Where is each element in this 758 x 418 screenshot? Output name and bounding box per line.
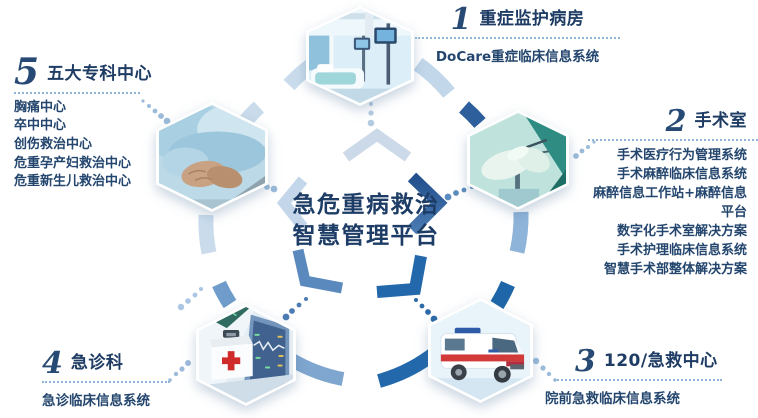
section-item: 手术麻醉临床信息系统 bbox=[616, 167, 747, 182]
section-title: 五大专科中心 bbox=[47, 63, 153, 84]
patient-hands-photo bbox=[159, 105, 265, 209]
section-item: 智慧手术部整体解决方案 bbox=[603, 262, 747, 277]
section-item: 手术护理临床信息系统 bbox=[616, 243, 747, 258]
hexagon-ambulance bbox=[428, 298, 533, 403]
hexagon-emergency-dept bbox=[196, 304, 296, 406]
dashed-divider bbox=[554, 379, 722, 381]
section-number: 3 bbox=[575, 344, 596, 379]
section-title: 急诊科 bbox=[70, 353, 124, 373]
hexagon-icu bbox=[306, 6, 414, 106]
section-item: 危重孕产妇救治中心 bbox=[14, 155, 132, 171]
section-item: 卒中中心 bbox=[14, 118, 67, 134]
section-emergency-dept: 4 急诊科 急诊临床信息系统 bbox=[42, 348, 177, 409]
dashed-divider bbox=[588, 139, 758, 141]
platform-title-line1: 急危重病救治 bbox=[292, 192, 440, 218]
section-item: 危重新生儿救治中心 bbox=[14, 174, 132, 190]
section-item: DoCare重症临床信息系统 bbox=[435, 49, 600, 65]
section-item: 创伤救治中心 bbox=[14, 136, 93, 152]
platform-title: 急危重病救治 智慧管理平台 bbox=[256, 190, 476, 252]
section-icu: 1 重症监护病房 DoCare重症临床信息系统 bbox=[415, 4, 620, 65]
dashed-divider bbox=[14, 91, 140, 94]
dashed-divider bbox=[42, 381, 170, 383]
dashed-divider bbox=[415, 37, 620, 39]
hexagon-specialty-centers bbox=[156, 102, 268, 212]
section-ems: 3 120/急救中心 院前急救临床信息系统 bbox=[545, 346, 735, 407]
section-item: 手术医疗行为管理系统 bbox=[616, 148, 747, 163]
section-number: 4 bbox=[42, 346, 63, 381]
platform-title-line2: 智慧管理平台 bbox=[292, 223, 440, 249]
section-title: 手术室 bbox=[694, 111, 747, 131]
surgery-hands-photo bbox=[470, 113, 566, 207]
section-item: 麻醉信息工作站+麻醉信息平台 bbox=[593, 186, 747, 220]
section-specialty-centers: 5 五大专科中心 胸痛中心 卒中中心 创伤救治中心 危重孕产妇救治中心 危重新生… bbox=[14, 51, 154, 192]
section-title: 重症监护病房 bbox=[479, 9, 585, 29]
section-number: 2 bbox=[665, 104, 687, 139]
section-number: 1 bbox=[450, 2, 472, 37]
section-item: 院前急救临床信息系统 bbox=[545, 391, 680, 407]
section-number: 5 bbox=[14, 51, 40, 93]
section-title: 120/急救中心 bbox=[603, 351, 718, 371]
section-item: 数字化手术室解决方案 bbox=[616, 224, 747, 239]
section-item: 急诊临床信息系统 bbox=[42, 393, 150, 409]
section-item: 胸痛中心 bbox=[14, 99, 67, 115]
hexagon-operating-room bbox=[467, 110, 569, 210]
pentagon-corner-brackets bbox=[276, 128, 448, 298]
section-operating-room: 2 手术室 手术医疗行为管理系统 手术麻醉临床信息系统 麻醉信息工作站+麻醉信息… bbox=[588, 106, 758, 279]
